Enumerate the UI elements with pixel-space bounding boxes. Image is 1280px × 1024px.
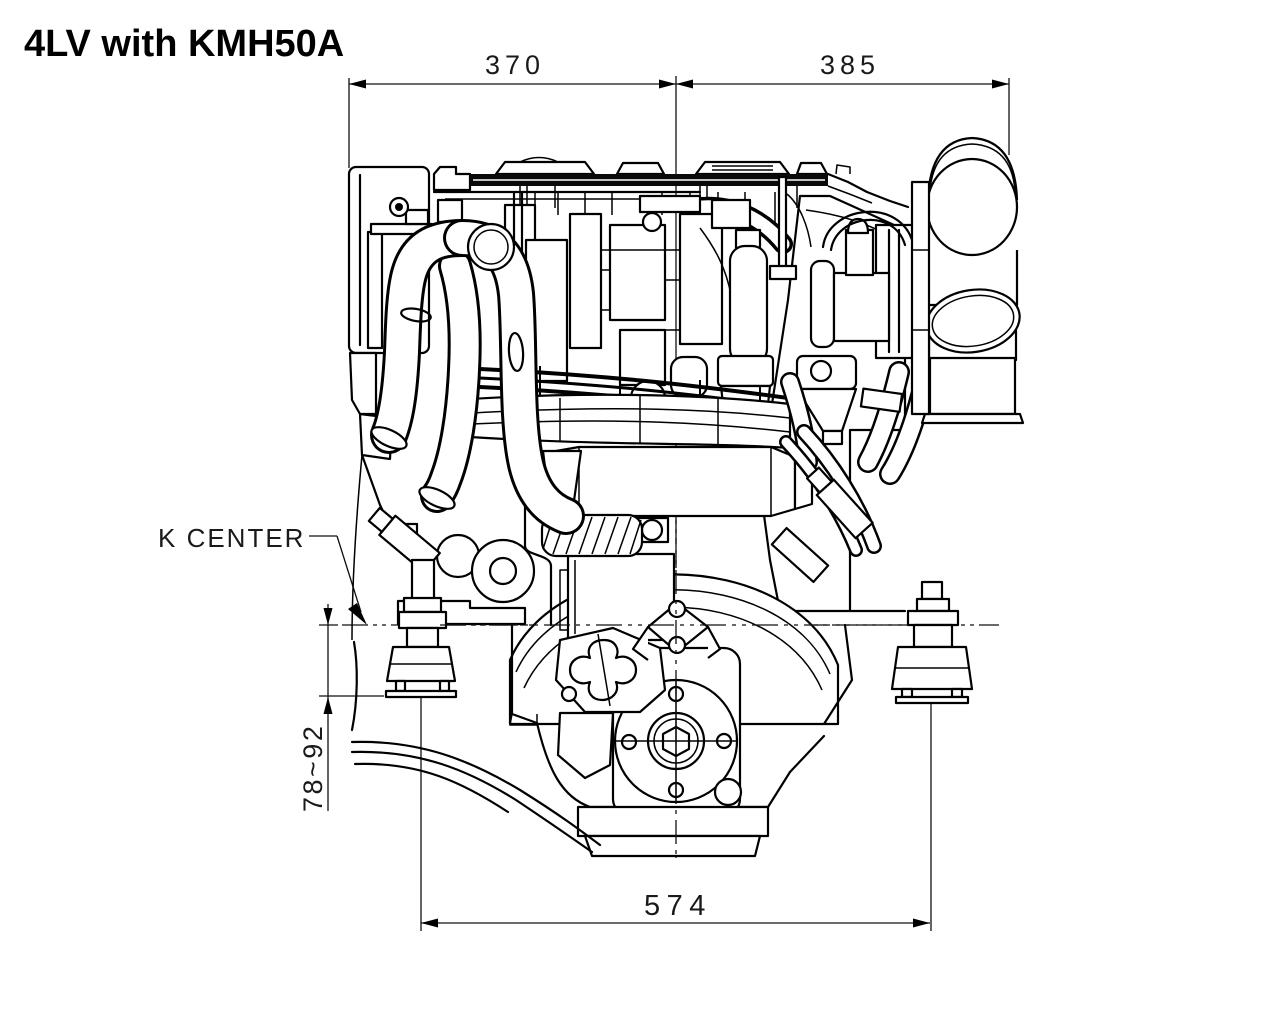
svg-text:574: 574 [644, 890, 712, 922]
svg-text:370: 370 [485, 50, 545, 80]
svg-text:K CENTER: K CENTER [158, 523, 305, 553]
svg-text:4LV with KMH50A: 4LV with KMH50A [24, 23, 344, 65]
svg-text:78~92: 78~92 [298, 724, 328, 812]
svg-text:385: 385 [820, 50, 880, 80]
